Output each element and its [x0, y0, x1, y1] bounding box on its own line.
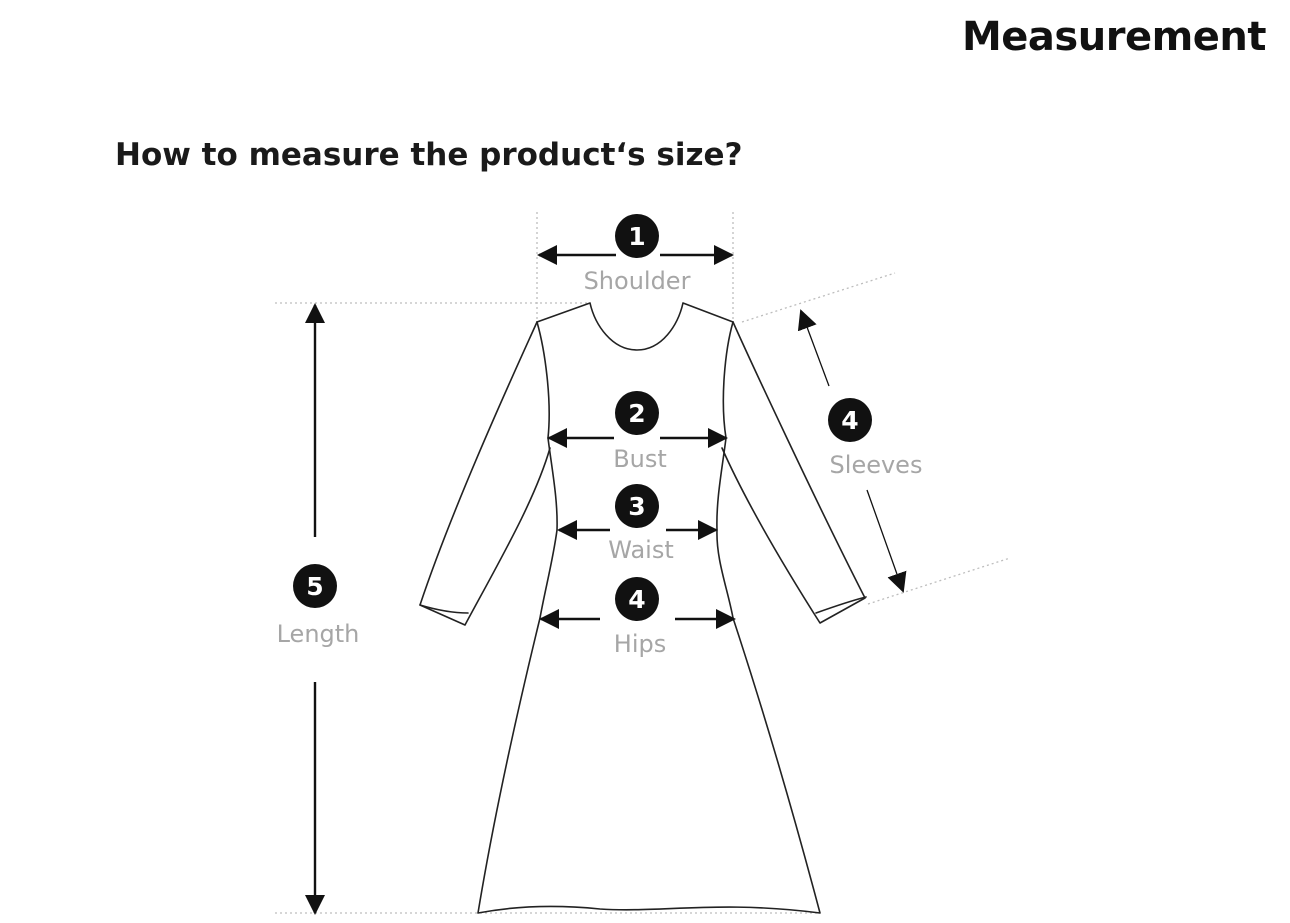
sleeves-badge [828, 398, 872, 442]
waist-measure: 3 Waist [557, 484, 718, 564]
dress-outline-icon [419, 302, 867, 914]
hips-measure: 4 Hips [539, 577, 736, 658]
hips-badge [615, 577, 659, 621]
waist-badge [615, 484, 659, 528]
sleeves-number: 4 [841, 406, 858, 435]
shoulder-badge [615, 214, 659, 258]
page-title: Measurement [962, 14, 1266, 60]
length-measure: 5 Length [277, 303, 360, 915]
length-number: 5 [306, 572, 323, 601]
measure-question: How to measure the product‘s size? [115, 137, 743, 173]
hips-label: Hips [614, 630, 666, 658]
guide-lines [275, 212, 1011, 914]
sleeves-label: Sleeves [830, 451, 923, 479]
bust-badge [615, 391, 659, 435]
waist-label: Waist [608, 536, 673, 564]
bust-number: 2 [628, 399, 645, 428]
shoulder-measure: 1 Shoulder [537, 214, 734, 295]
hips-number: 4 [628, 585, 645, 614]
bust-label: Bust [613, 445, 667, 473]
sleeves-measure: 4 Sleeves [797, 309, 923, 593]
length-badge [293, 564, 337, 608]
shoulder-number: 1 [628, 222, 645, 251]
shoulder-label: Shoulder [584, 267, 691, 295]
waist-number: 3 [628, 492, 645, 521]
bust-measure: 2 Bust [547, 391, 728, 473]
length-label: Length [277, 620, 360, 648]
